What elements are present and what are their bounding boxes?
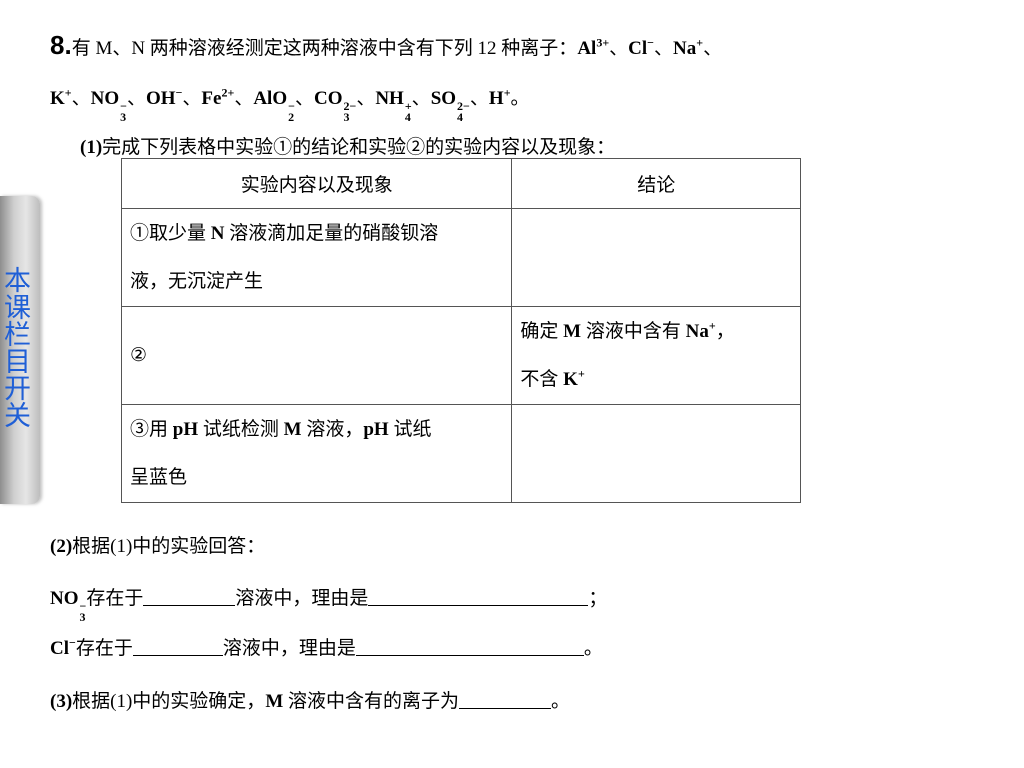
ion-cl: Cl− (628, 35, 655, 59)
cl-reason-blank[interactable] (355, 639, 584, 656)
side-tab[interactable] (0, 196, 40, 504)
part1-instruction: (1)完成下列表格中实验①的结论和实验②的实验内容以及现象： (80, 137, 616, 158)
ion-fe: Fe2+ (201, 85, 235, 109)
no3-reason-blank[interactable] (368, 589, 589, 606)
part2-instruction: (2)根据(1)中的实验回答： (50, 536, 266, 557)
ion-no3: NO−3 (90, 88, 127, 124)
row1-content: ①取少量 N 溶液滴加足量的硝酸钡溶 液，无沉淀产生 (120, 208, 513, 307)
table-header-content: 实验内容以及现象 (120, 158, 513, 209)
ion-nh4: NH+4 (375, 88, 412, 124)
row1-conclusion-cell[interactable] (511, 208, 801, 307)
question-number: 8. (50, 30, 72, 60)
row3-conclusion-cell[interactable] (511, 404, 801, 503)
table-header-conclusion: 结论 (511, 158, 801, 209)
ion-k: K+ (50, 85, 72, 109)
table-row: ② 确定 M 溶液中含有 Na+， 不含 K+ (120, 306, 801, 405)
row2-conclusion: 确定 M 溶液中含有 Na+， 不含 K+ (511, 306, 801, 405)
side-tab-label[interactable]: 本课栏目开关 (0, 266, 30, 428)
ion-h: H+ (488, 85, 511, 109)
ion-na: Na+ (673, 35, 704, 59)
ion-al: Al3+ (577, 35, 610, 59)
row2-content-cell[interactable]: ② (120, 306, 513, 405)
part2-cl-line: Cl−存在于溶液中，理由是。 (50, 635, 603, 659)
table-row: ③用 pH 试纸检测 M 溶液，pH 试纸 呈蓝色 (120, 404, 801, 503)
table-row: ①取少量 N 溶液滴加足量的硝酸钡溶 液，无沉淀产生 (120, 208, 801, 307)
experiment-table: 实验内容以及现象 结论 ①取少量 N 溶液滴加足量的硝酸钡溶 液，无沉淀产生 ②… (120, 158, 801, 503)
ion-alo2: AlO−2 (253, 88, 295, 124)
no3-solution-blank[interactable] (143, 589, 236, 606)
part3-line: (3)根据(1)中的实验确定，M 溶液中含有的离子为。 (50, 691, 571, 712)
question-intro: 有 M、N 两种溶液经测定这两种溶液中含有下列 12 种离子： (71, 38, 578, 59)
question-line-1: 8.有 M、N 两种溶液经测定这两种溶液中含有下列 12 种离子：Al3+、Cl… (50, 30, 723, 60)
cl-solution-blank[interactable] (132, 639, 223, 656)
row3-content: ③用 pH 试纸检测 M 溶液，pH 试纸 呈蓝色 (120, 404, 513, 503)
m-ions-blank[interactable] (459, 692, 552, 709)
ion-oh: OH− (146, 85, 183, 109)
table-header-row: 实验内容以及现象 结论 (120, 158, 801, 209)
